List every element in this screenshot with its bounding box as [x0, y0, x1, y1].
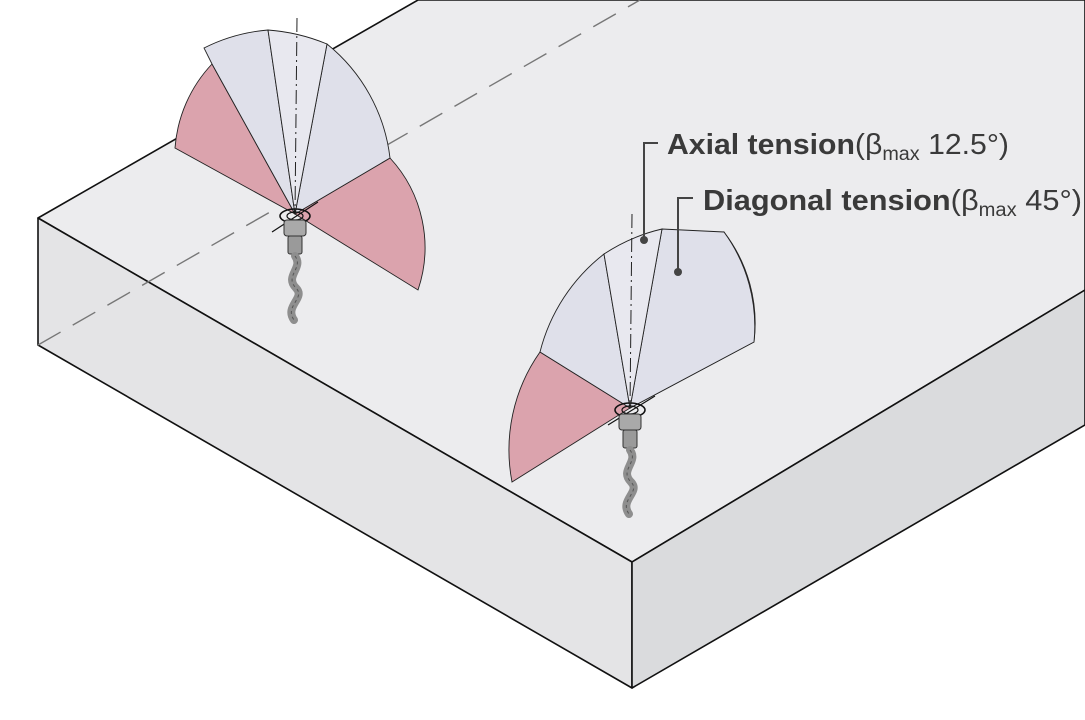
outer-zone-left [174, 63, 297, 216]
outer-zone-left [508, 351, 631, 483]
anchor-right [508, 213, 756, 518]
diagonal-tension-zone-left [539, 253, 631, 409]
outer-zone-right [294, 157, 426, 291]
anchor-coil [287, 252, 303, 324]
anchor-head [283, 219, 307, 237]
diagonal-tension-zone-right [629, 228, 756, 409]
anchor-left [174, 17, 426, 324]
slab-joint-dashed-line [37, 0, 641, 346]
axis-centerline [294, 17, 298, 215]
anchor-head [618, 413, 642, 431]
axial-tension-label: Axial tension(βmax 12.5°) [667, 129, 1009, 165]
leader-lines [640, 142, 693, 276]
diagonal-leader-line [677, 197, 693, 270]
diagonal-tension-label: Diagonal tension(βmax 45°) [703, 185, 1082, 221]
slab-side-face [631, 289, 1085, 689]
anchor-coil [622, 446, 638, 518]
diagonal-tension-zone-right [294, 43, 391, 215]
axial-leader-line [643, 142, 658, 238]
axis-centerline [629, 213, 633, 409]
axial-tension-zone [267, 29, 328, 215]
